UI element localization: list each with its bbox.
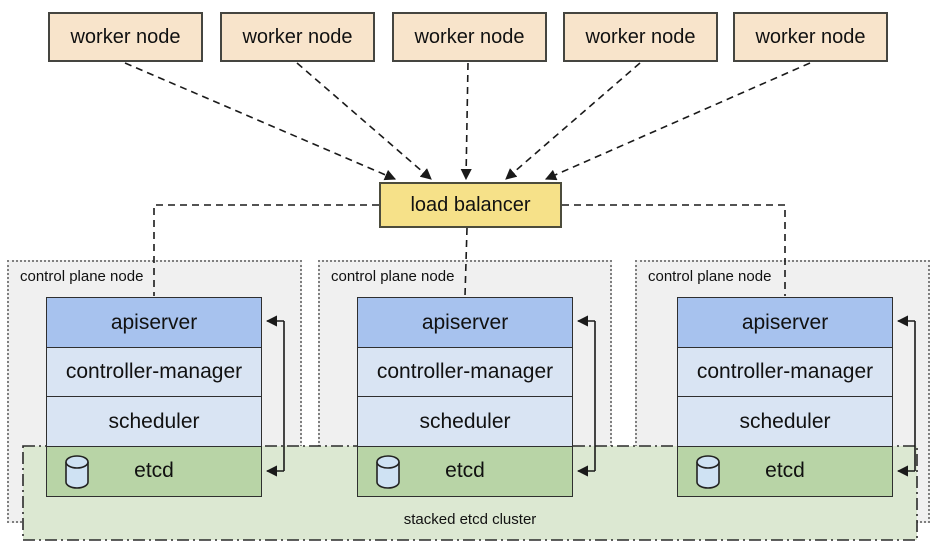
etcd-box: etcd [677, 445, 893, 497]
scheduler-box: scheduler [677, 396, 893, 447]
controller-manager-label: controller-manager [65, 360, 243, 383]
scheduler-box: scheduler [357, 396, 573, 447]
worker-node-label: worker node [414, 25, 525, 48]
scheduler-label: scheduler [739, 409, 831, 433]
controller-manager-box: controller-manager [357, 346, 573, 398]
stacked-etcd-cluster-label: stacked etcd cluster [403, 511, 537, 528]
database-cylinder-icon [376, 454, 400, 489]
worker-node-label: worker node [242, 25, 353, 48]
database-cylinder-icon [65, 454, 89, 489]
control-plane-stack-1: apiserver controller-manager scheduler e… [46, 297, 262, 497]
worker-node-label: worker node [585, 25, 696, 48]
worker-node-box-4: worker node [563, 12, 718, 62]
apiserver-box: apiserver [46, 297, 262, 348]
scheduler-box: scheduler [46, 396, 262, 447]
etcd-label: etcd [445, 459, 485, 482]
load-balancer-box: load balancer [379, 182, 562, 228]
controller-manager-box: controller-manager [677, 346, 893, 398]
controller-manager-label: controller-manager [376, 360, 554, 383]
apiserver-label: apiserver [110, 310, 198, 334]
etcd-label: etcd [134, 459, 174, 482]
control-plane-label: control plane node [20, 268, 144, 285]
worker-node-box-1: worker node [48, 12, 203, 62]
etcd-box: etcd [357, 445, 573, 497]
etcd-label: etcd [765, 459, 805, 482]
apiserver-box: apiserver [357, 297, 573, 348]
worker-node-label: worker node [755, 25, 866, 48]
controller-manager-label: controller-manager [696, 360, 874, 383]
apiserver-label: apiserver [741, 310, 829, 334]
worker-node-label: worker node [70, 25, 181, 48]
database-cylinder-icon [696, 454, 720, 489]
control-plane-stack-2: apiserver controller-manager scheduler e… [357, 297, 573, 497]
apiserver-label: apiserver [421, 310, 509, 334]
worker-node-box-2: worker node [220, 12, 375, 62]
controller-manager-box: controller-manager [46, 346, 262, 398]
worker-node-box-3: worker node [392, 12, 547, 62]
scheduler-label: scheduler [108, 409, 200, 433]
apiserver-box: apiserver [677, 297, 893, 348]
scheduler-label: scheduler [419, 409, 511, 433]
worker-node-box-5: worker node [733, 12, 888, 62]
etcd-box: etcd [46, 445, 262, 497]
control-plane-stack-3: apiserver controller-manager scheduler e… [677, 297, 893, 497]
load-balancer-label: load balancer [410, 193, 531, 216]
